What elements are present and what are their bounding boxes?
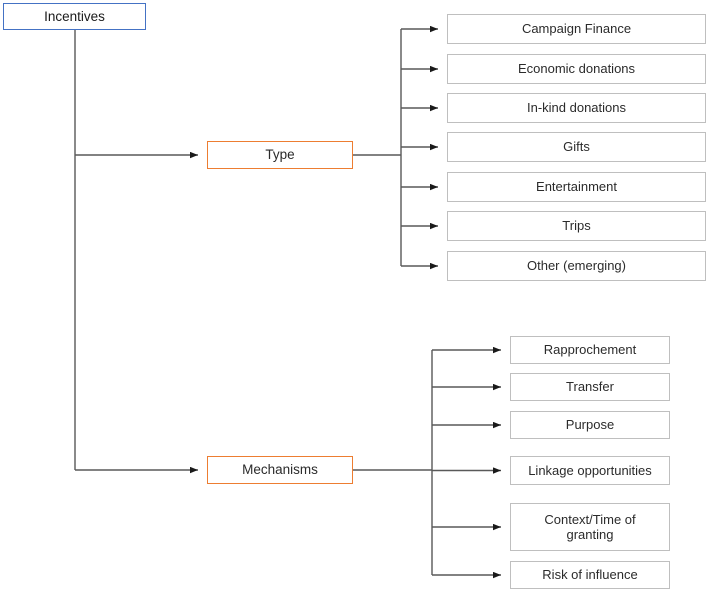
- node-type-child-other-emerging[interactable]: Other (emerging): [447, 251, 706, 281]
- node-type-child-trips[interactable]: Trips: [447, 211, 706, 241]
- node-type-child-campaign-finance[interactable]: Campaign Finance: [447, 14, 706, 44]
- node-mechanisms-child-rapprochement[interactable]: Rapprochement: [510, 336, 670, 364]
- node-mechanisms-child-transfer[interactable]: Transfer: [510, 373, 670, 401]
- node-mechanisms-child-linkage-opportunities[interactable]: Linkage opportunities: [510, 456, 670, 485]
- node-type[interactable]: Type: [207, 141, 353, 169]
- node-type-child-in-kind-donations[interactable]: In-kind donations: [447, 93, 706, 123]
- node-mechanisms[interactable]: Mechanisms: [207, 456, 353, 484]
- node-mechanisms-child-context-time-of-granting[interactable]: Context/Time of granting: [510, 503, 670, 551]
- node-type-child-economic-donations[interactable]: Economic donations: [447, 54, 706, 84]
- connector-paths: [74, 25, 501, 579]
- node-incentives[interactable]: Incentives: [3, 3, 146, 30]
- node-mechanisms-child-purpose[interactable]: Purpose: [510, 411, 670, 439]
- node-mechanisms-child-risk-of-influence[interactable]: Risk of influence: [510, 561, 670, 589]
- node-type-child-entertainment[interactable]: Entertainment: [447, 172, 706, 202]
- node-type-child-gifts[interactable]: Gifts: [447, 132, 706, 162]
